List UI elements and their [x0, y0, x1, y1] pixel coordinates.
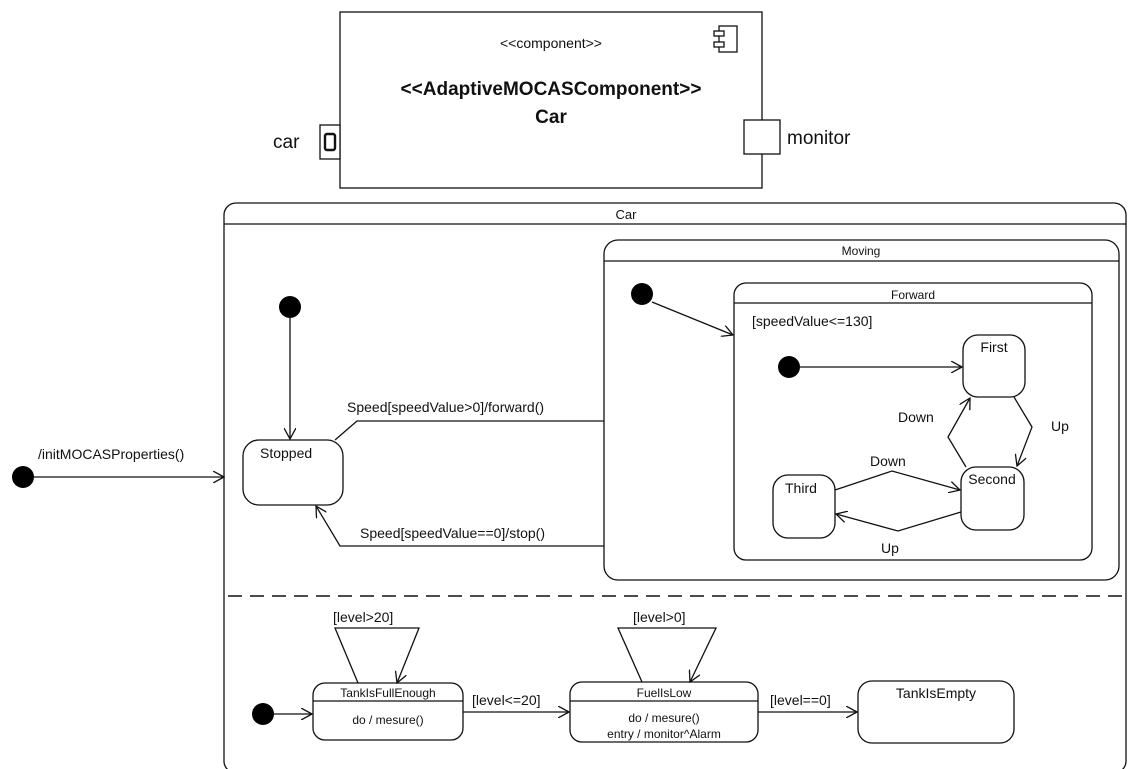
forward-initial-pseudostate: [778, 356, 800, 378]
tank-full-name: TankIsFullEnough: [340, 686, 435, 700]
state-tank-full-enough[interactable]: TankIsFullEnough do / mesure(): [312, 682, 464, 741]
moving-to-stopped-transition[interactable]: [316, 506, 605, 547]
state-stopped[interactable]: Stopped: [242, 439, 344, 506]
component-adaptive-stereotype: <<AdaptiveMOCASComponent>>: [401, 79, 702, 100]
state-moving-label: Moving: [842, 244, 881, 258]
component-icon: [713, 25, 738, 53]
second-to-third-transition[interactable]: [836, 512, 962, 532]
port-car[interactable]: [319, 124, 341, 160]
tank-empty-name: TankIsEmpty: [896, 685, 976, 701]
state-second-label: Second: [968, 471, 1015, 487]
fuel-low-self-transition[interactable]: [616, 627, 718, 682]
state-forward-label: Forward: [891, 288, 935, 302]
state-third-label: Third: [785, 480, 817, 496]
fuel-low-self-guard: [level>0]: [633, 609, 686, 625]
component-box[interactable]: <<component>> <<AdaptiveMOCASComponent>>…: [339, 11, 763, 189]
state-second[interactable]: Second: [960, 466, 1025, 531]
second-to-first-label: Down: [898, 409, 934, 425]
first-to-second-transition[interactable]: [1013, 396, 1033, 466]
fuel-initial-pseudostate: [252, 703, 274, 725]
tank-full-self-guard: [level>20]: [333, 609, 393, 625]
state-stopped-label: Stopped: [260, 445, 312, 461]
port-monitor[interactable]: [743, 119, 781, 155]
outer-initial-pseudostate: [12, 466, 34, 488]
tank-full-self-transition[interactable]: [334, 627, 420, 683]
state-third[interactable]: Third: [772, 474, 836, 539]
port-monitor-label: monitor: [787, 128, 851, 149]
fuel-low-name: FuelIsLow: [637, 686, 692, 700]
second-to-first-transition[interactable]: [947, 398, 970, 468]
full-to-low-label: [level<=20]: [472, 692, 541, 708]
moving-initial-pseudostate: [631, 283, 653, 305]
stopped-to-moving-label: Speed[speedValue>0]/forward(): [347, 399, 544, 415]
third-to-second-label: Down: [870, 453, 906, 469]
state-machine-title: Car: [616, 207, 638, 222]
moving-to-stopped-label: Speed[speedValue==0]/stop(): [360, 525, 545, 541]
component-name: Car: [535, 107, 567, 128]
first-to-second-label: Up: [1051, 418, 1069, 434]
forward-guard: [speedValue<=130]: [752, 313, 872, 329]
state-first[interactable]: First: [962, 334, 1026, 398]
fuel-low-activity-do: do / mesure(): [628, 711, 699, 725]
low-to-empty-label: [level==0]: [770, 692, 831, 708]
third-to-second-transition[interactable]: [834, 470, 960, 490]
top-initial-pseudostate: [279, 296, 301, 318]
state-fuel-is-low[interactable]: FuelIsLow do / mesure() entry / monitor^…: [569, 681, 759, 743]
port-car-label: car: [273, 132, 300, 153]
outer-initial-transition-label: /initMOCASProperties(): [38, 446, 184, 462]
state-first-label: First: [980, 339, 1007, 355]
second-to-third-label: Up: [881, 540, 899, 556]
moving-initial-transition[interactable]: [651, 301, 733, 335]
tank-full-activity: do / mesure(): [352, 713, 423, 727]
component-stereotype: <<component>>: [500, 35, 602, 51]
fuel-low-activity-entry: entry / monitor^Alarm: [607, 727, 721, 741]
state-tank-is-empty[interactable]: TankIsEmpty: [857, 680, 1015, 744]
